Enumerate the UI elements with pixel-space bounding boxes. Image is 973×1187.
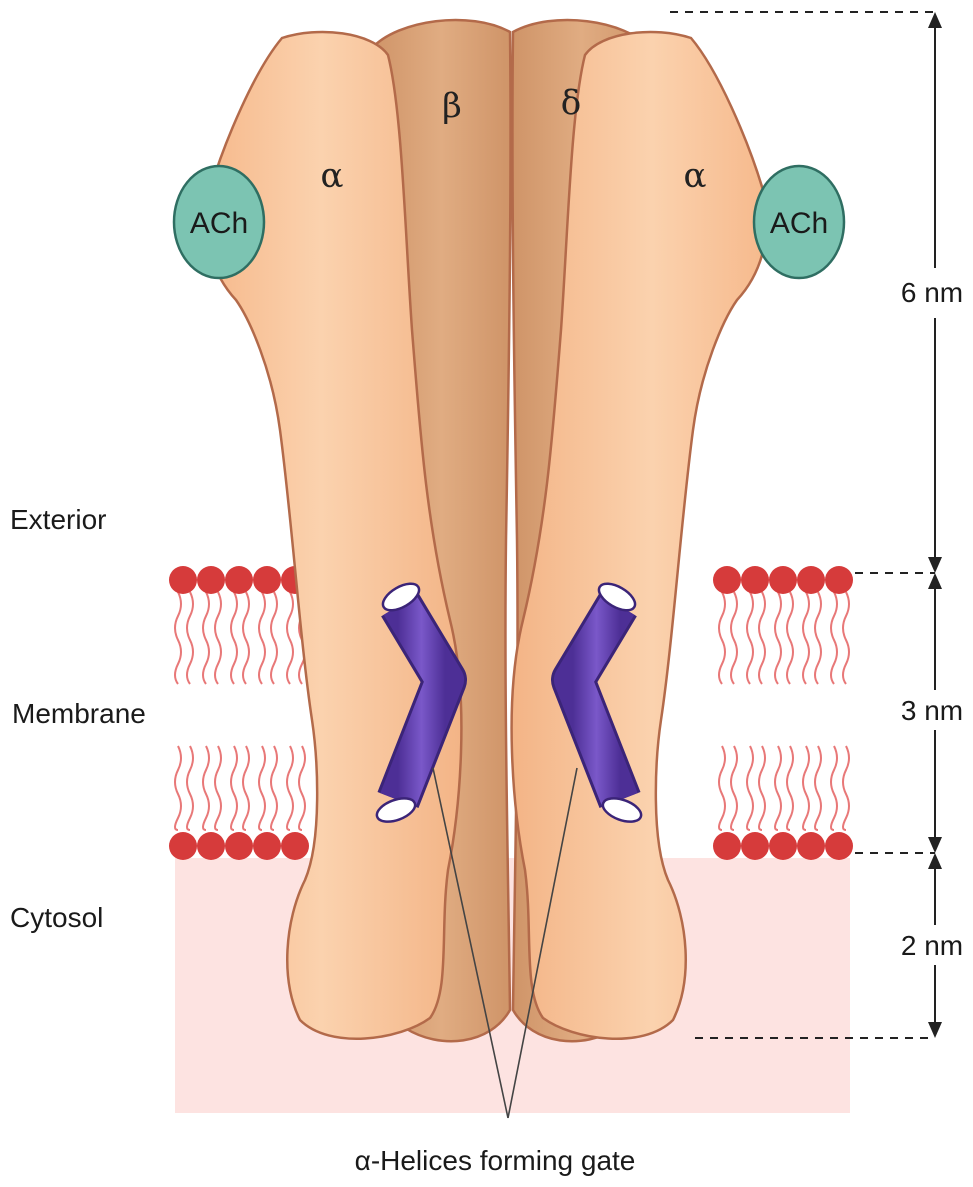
gate-helices-caption: α-Helices forming gate: [355, 1145, 636, 1176]
subunit-alpha-right-label: α: [684, 156, 707, 196]
subunit-delta-label: δ: [561, 83, 581, 123]
membrane-bilayer-right: [713, 566, 853, 860]
ach-right-label: ACh: [770, 207, 828, 240]
subunit-alpha-left-label: α: [321, 156, 344, 196]
membrane-bilayer-left: [169, 566, 309, 860]
exterior-label: Exterior: [10, 504, 106, 535]
dimension-3nm-label: 3 nm: [901, 695, 963, 726]
ach-left-label: ACh: [190, 207, 248, 240]
dimension-2nm-label: 2 nm: [901, 930, 963, 961]
subunit-beta-label: β: [442, 86, 462, 126]
cytosol-label: Cytosol: [10, 902, 103, 933]
dimension-6nm-label: 6 nm: [901, 277, 963, 308]
membrane-label: Membrane: [12, 698, 146, 729]
